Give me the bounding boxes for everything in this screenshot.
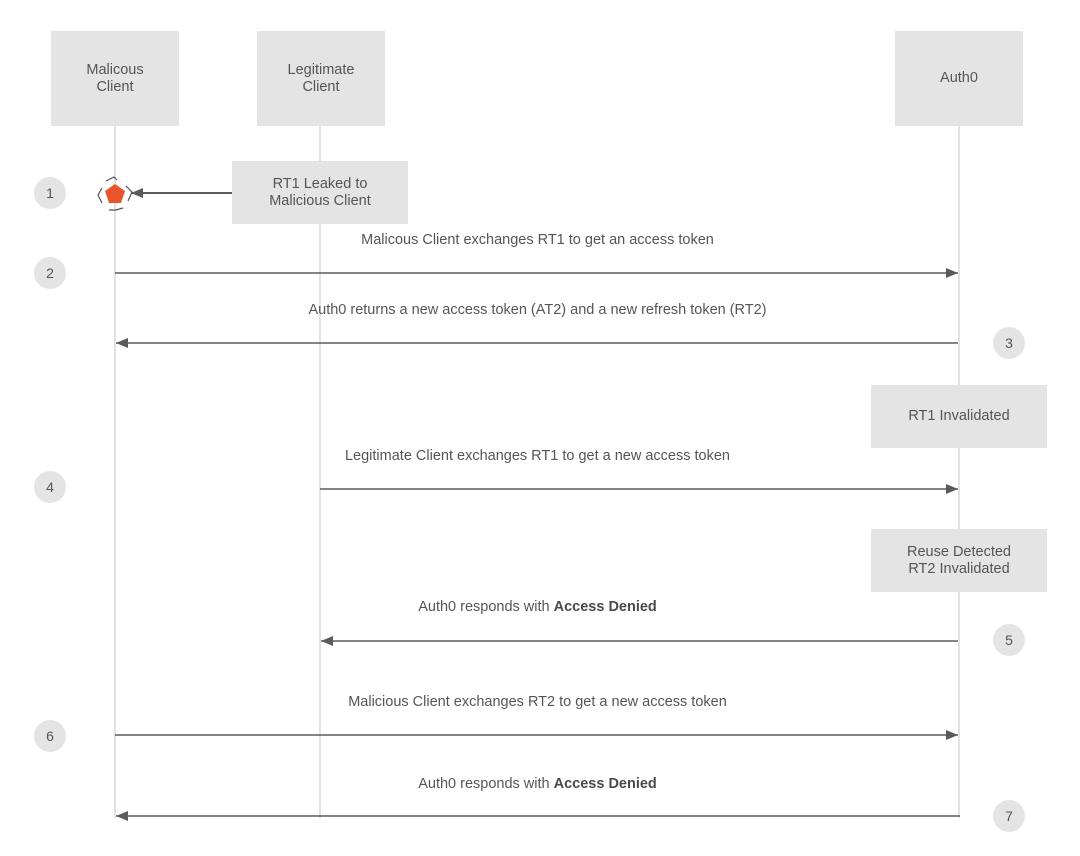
message-label-2: Malicous Client exchanges RT1 to get an … xyxy=(361,232,714,248)
step-badge-5: 5 xyxy=(993,624,1025,656)
note-text: RT2 Invalidated xyxy=(908,560,1010,577)
note-rt1-invalidated: RT1 Invalidated xyxy=(871,385,1047,448)
message-text: Auth0 responds with xyxy=(418,776,554,792)
step-number: 3 xyxy=(1005,335,1013,351)
lifeline-auth0 xyxy=(958,126,960,818)
message-label-4: Legitimate Client exchanges RT1 to get a… xyxy=(344,448,730,464)
message-label-3: Auth0 returns a new access token (AT2) a… xyxy=(308,302,767,318)
step-number: 5 xyxy=(1005,632,1013,648)
step-badge-6: 6 xyxy=(34,720,66,752)
note-rt1-leaked: RT1 Leaked to Malicious Client xyxy=(232,161,408,224)
message-text: Auth0 responds with xyxy=(418,599,554,615)
access-denied-text: Access Denied xyxy=(553,599,657,615)
message-label-7: Auth0 responds with Access Denied xyxy=(115,775,960,793)
access-denied-text: Access Denied xyxy=(553,776,657,792)
actor-label: Auth0 xyxy=(940,70,978,86)
lifeline-malicious-client xyxy=(114,126,116,818)
alert-pentagon-icon xyxy=(97,176,133,211)
actor-label: Client xyxy=(96,78,134,95)
step-number: 1 xyxy=(46,185,54,201)
note-text: Malicious Client xyxy=(269,192,371,209)
actor-legitimate-client: Legitimate Client xyxy=(257,31,385,126)
note-text: RT1 Leaked to xyxy=(272,175,368,192)
lifeline-legitimate-client xyxy=(319,126,321,818)
step-badge-4: 4 xyxy=(34,471,66,503)
actor-label: Client xyxy=(302,78,340,95)
actor-malicious-client: Malicous Client xyxy=(51,31,179,126)
step-number: 4 xyxy=(46,479,54,495)
step-badge-7: 7 xyxy=(993,800,1025,832)
message-label-5: Auth0 responds with Access Denied xyxy=(115,598,960,616)
actor-label: Legitimate xyxy=(287,61,355,78)
note-text: Reuse Detected xyxy=(907,543,1011,560)
actor-auth0: Auth0 xyxy=(895,31,1023,126)
step-badge-2: 2 xyxy=(34,257,66,289)
step-badge-1: 1 xyxy=(34,177,66,209)
actor-label: Malicous xyxy=(86,61,144,78)
step-number: 6 xyxy=(46,728,54,744)
message-label-6: Malicious Client exchanges RT2 to get a … xyxy=(348,694,727,710)
note-text: RT1 Invalidated xyxy=(908,408,1010,424)
note-reuse-detected: Reuse Detected RT2 Invalidated xyxy=(871,529,1047,592)
step-badge-3: 3 xyxy=(993,327,1025,359)
step-number: 7 xyxy=(1005,808,1013,824)
step-number: 2 xyxy=(46,265,54,281)
